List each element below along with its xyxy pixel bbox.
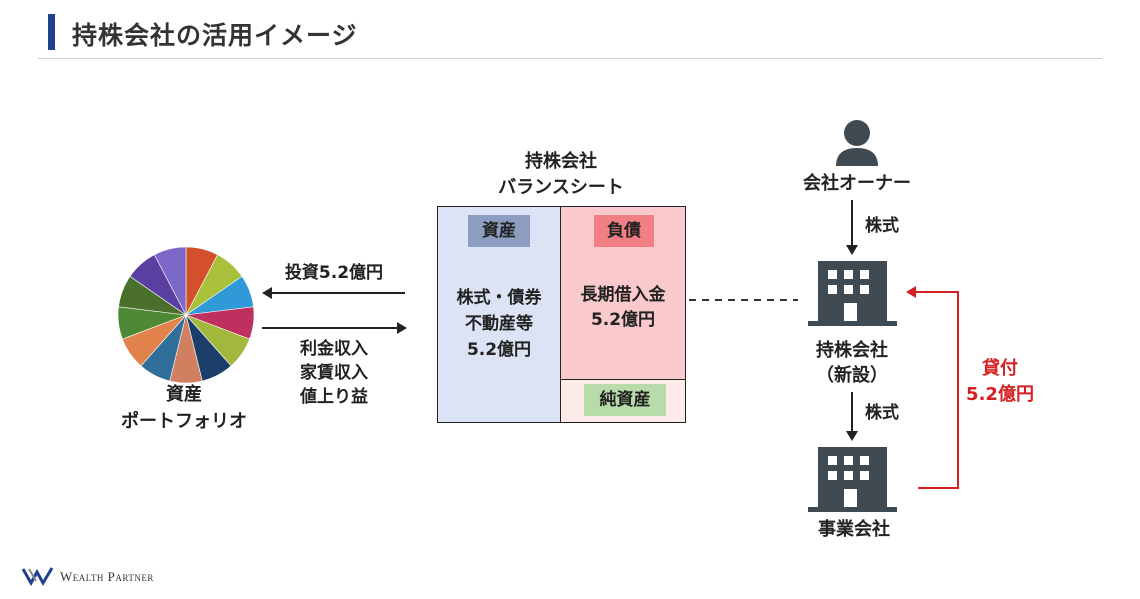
logo-icon [22, 567, 54, 586]
holding-label: （新設） [816, 365, 888, 386]
loan-label: 貸付 [982, 358, 1018, 379]
holding-shares-arrowhead-icon [846, 431, 858, 441]
balance-sheet-title: 持株会社 [525, 151, 597, 172]
logo-text: Wealth Partner [60, 569, 154, 584]
returns-arrowhead-icon [397, 322, 407, 334]
pie-slice [153, 246, 187, 316]
operating-label: 事業会社 [818, 519, 890, 540]
returns-label: 家賃収入 [300, 363, 368, 383]
invest-label: 投資5.2億円 [284, 263, 384, 283]
assets-text: 株式・債券 [456, 288, 542, 308]
returns-label: 値上り益 [300, 387, 368, 407]
owner-shares-arrowhead-icon [846, 245, 858, 255]
portfolio-pie-icon [117, 246, 255, 384]
page-title: 持株会社の活用イメージ [72, 21, 358, 50]
holding-label: 持株会社 [816, 340, 888, 361]
assets-tag: 資産 [468, 215, 530, 247]
person-icon [836, 120, 878, 166]
title-accent-bar [48, 14, 55, 50]
liabilities-text: 長期借入金 [580, 285, 666, 305]
invest-arrowhead-icon [262, 287, 272, 299]
building-icon [808, 261, 897, 326]
owner-label: 会社オーナー [803, 173, 911, 194]
liabilities-text: 5.2億円 [590, 310, 656, 330]
owner-shares-label: 株式 [865, 216, 899, 236]
balance-sheet-title: バランスシート [498, 177, 624, 198]
returns-label: 利金収入 [300, 339, 368, 359]
assets-text: 不動産等 [465, 314, 533, 334]
portfolio-label: 資産 [166, 384, 202, 405]
building-icon [808, 447, 897, 512]
loan-arrow [915, 291, 959, 489]
holding-shares-label: 株式 [865, 403, 899, 423]
title-divider [38, 58, 1102, 59]
assets-text: 5.2億円 [466, 340, 532, 360]
equity-tag: 純資産 [584, 384, 666, 416]
loan-label: 5.2億円 [966, 384, 1034, 405]
portfolio-label: ポートフォリオ [121, 411, 247, 432]
loan-arrowhead-icon [906, 286, 916, 298]
liabilities-tag: 負債 [594, 215, 654, 247]
